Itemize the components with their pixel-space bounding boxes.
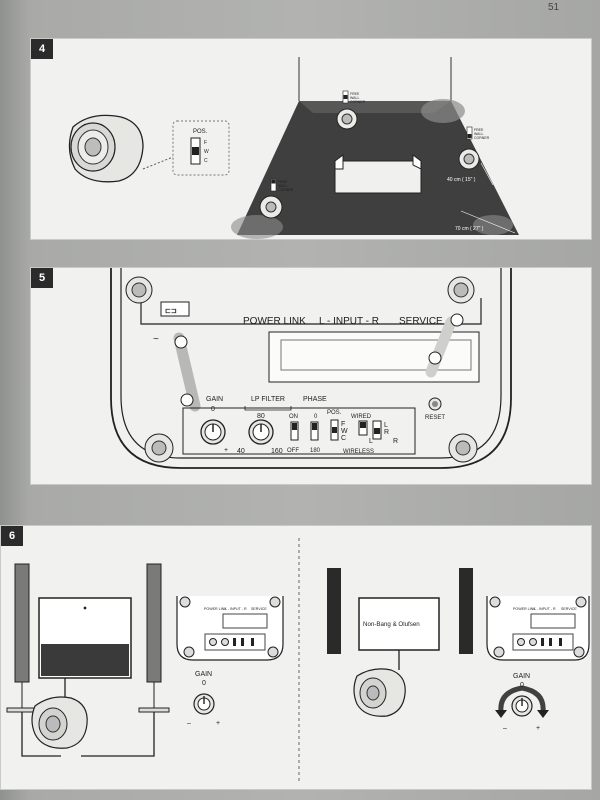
svg-text:POWER LINK: POWER LINK: [513, 607, 536, 611]
subwoofer-right-icon: [353, 668, 406, 717]
phase-switch[interactable]: [310, 421, 319, 441]
subwoofer-corner-icon: [458, 148, 480, 170]
lp-filter-label: LP FILTER: [251, 396, 285, 403]
svg-text:40: 40: [237, 448, 245, 455]
svg-text:80: 80: [257, 413, 265, 420]
step-4-panel: 4 POS. F W C: [30, 38, 592, 240]
svg-text:L - INPUT - R: L - INPUT - R: [225, 607, 247, 611]
svg-text:R: R: [393, 438, 398, 445]
setup-examples-illustration: POWER LINK L - INPUT - R SERVICE GAIN 0 …: [6, 538, 590, 781]
svg-text:L - INPUT - R: L - INPUT - R: [534, 607, 556, 611]
input-label: L - INPUT - R: [319, 316, 379, 327]
svg-text:⊏⊐: ⊏⊐: [165, 307, 177, 315]
svg-text:0: 0: [202, 680, 206, 687]
svg-text:–: –: [187, 720, 191, 727]
svg-text:R: R: [384, 429, 389, 436]
svg-text:+: +: [216, 720, 220, 727]
svg-text:C: C: [204, 158, 208, 164]
svg-text:L: L: [384, 422, 388, 429]
svg-text:FREE: FREE: [278, 180, 288, 184]
svg-text:FREE: FREE: [350, 92, 360, 96]
gain-knob-left[interactable]: [193, 693, 215, 715]
page-number: 51: [548, 2, 560, 13]
mini-connection-panel-right: POWER LINK L - INPUT - R SERVICE: [486, 596, 590, 661]
svg-text:+: +: [224, 447, 228, 454]
distance-near: 40 cm ( 15" ): [447, 177, 476, 183]
reset-label: RESET: [425, 415, 445, 421]
svg-text:0: 0: [211, 406, 215, 413]
step-5-panel: 5 ⊏⊐ ~ POWER LIN: [30, 267, 592, 485]
gain-knob[interactable]: [200, 419, 226, 445]
svg-text:CORNER: CORNER: [278, 188, 294, 192]
svg-text:–: –: [503, 725, 507, 732]
power-switch[interactable]: [290, 421, 299, 441]
distance-far: 70 cm ( 27" ): [455, 226, 484, 232]
mini-connection-panel-left: POWER LINK L - INPUT - R SERVICE: [176, 596, 284, 661]
svg-text:WIRELESS: WIRELESS: [343, 449, 374, 455]
svg-text:F: F: [341, 421, 345, 428]
subwoofer-left-icon: [31, 696, 88, 749]
svg-text:W: W: [341, 428, 348, 435]
gain-label: GAIN: [206, 396, 223, 403]
left-tall-speaker-icon: [6, 563, 38, 713]
svg-text:WALL: WALL: [278, 184, 287, 188]
svg-text:CORNER: CORNER: [474, 136, 490, 140]
svg-text:POS.: POS.: [327, 410, 342, 416]
svg-text:WALL: WALL: [474, 132, 483, 136]
lp-filter-knob[interactable]: [248, 419, 274, 445]
power-link-connector-icon: [160, 301, 190, 317]
svg-text:WALL: WALL: [350, 96, 359, 100]
svg-text:SERVICE: SERVICE: [251, 607, 267, 611]
step-6-number: 6: [1, 526, 23, 546]
phase-label: PHASE: [303, 396, 327, 403]
power-link-label: POWER LINK: [243, 316, 306, 327]
svg-text:ON: ON: [289, 414, 298, 420]
subwoofer-wall-icon: [336, 108, 358, 130]
connection-panel-illustration: ⊏⊐ ~ POWER LINK L - INPUT - R SERVICE GA…: [110, 268, 512, 469]
bang-olufsen-tv-icon: [38, 597, 132, 679]
service-label: SERVICE: [399, 316, 443, 327]
svg-text:F: F: [204, 140, 207, 146]
gain-knob-right[interactable]: [511, 695, 533, 717]
svg-text:180: 180: [310, 448, 321, 454]
svg-text:FREE: FREE: [474, 128, 484, 132]
svg-text:L: L: [369, 438, 373, 445]
svg-text:OFF: OFF: [287, 448, 299, 454]
svg-text:C: C: [341, 435, 346, 442]
svg-text:CORNER: CORNER: [350, 100, 366, 104]
svg-text:+: +: [536, 725, 540, 732]
gain-label-right: GAIN: [513, 673, 530, 680]
rotate-arrow-icon: [498, 685, 546, 713]
svg-text:SERVICE: SERVICE: [561, 607, 577, 611]
reset-button[interactable]: [428, 397, 442, 411]
step-6-panel: 6: [0, 525, 592, 790]
svg-text:POWER LINK: POWER LINK: [204, 607, 227, 611]
svg-text:~: ~: [153, 334, 159, 345]
step-5-number: 5: [31, 268, 53, 288]
step-4-number: 4: [31, 39, 53, 59]
pos-label: POS.: [193, 129, 208, 135]
svg-text:160: 160: [271, 448, 283, 455]
right-tall-speaker-icon: [138, 563, 170, 713]
subwoofer-free-icon: [259, 195, 283, 219]
tv-label-right: Non-Bang & Olufsen: [363, 621, 420, 628]
svg-text:0: 0: [314, 414, 318, 420]
step-4-illustration: POS. F W C: [68, 57, 519, 239]
svg-text:W: W: [204, 149, 209, 155]
left-speaker-generic-icon: [327, 568, 341, 654]
gain-label-left: GAIN: [195, 671, 212, 678]
subwoofer-closeup-icon: [68, 114, 144, 183]
svg-text:WIRED: WIRED: [351, 414, 372, 420]
right-speaker-generic-icon: [459, 568, 473, 654]
pos-switch-callout: [172, 120, 230, 176]
